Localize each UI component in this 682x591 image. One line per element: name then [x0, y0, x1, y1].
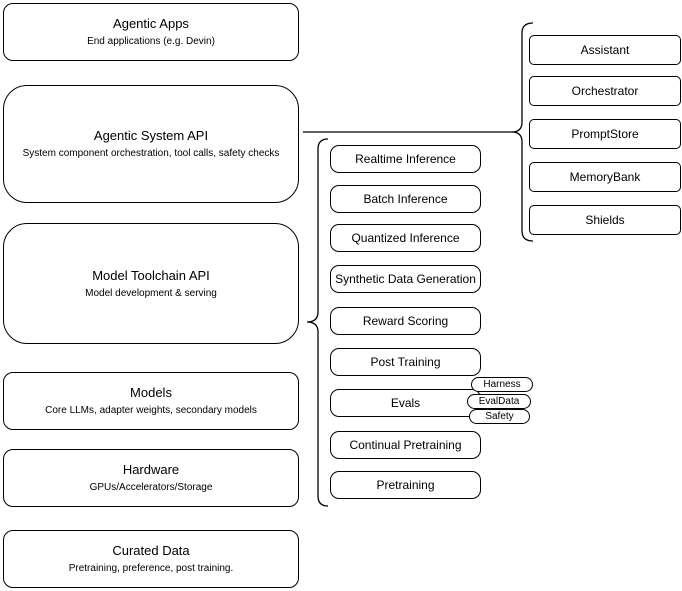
- node-realtime-inference: Realtime Inference: [330, 145, 481, 173]
- node-label: Synthetic Data Generation: [335, 272, 476, 286]
- node-quantized-inference: Quantized Inference: [330, 224, 481, 252]
- node-subtitle: Pretraining, preference, post training.: [68, 563, 234, 574]
- pill-evaldata: EvalData: [467, 394, 531, 409]
- node-subtitle: GPUs/Accelerators/Storage: [89, 482, 213, 493]
- node-title: Agentic System API: [93, 128, 209, 143]
- node-synthetic-data-generation: Synthetic Data Generation: [330, 265, 481, 293]
- brace-toolchain: [306, 138, 329, 507]
- node-label: Orchestrator: [571, 84, 639, 98]
- node-label: PromptStore: [571, 127, 639, 141]
- node-title: Curated Data: [112, 543, 190, 558]
- node-evals: Evals: [330, 389, 481, 417]
- pill-label: EvalData: [478, 396, 520, 407]
- node-agentic-apps: Agentic Apps End applications (e.g. Devi…: [3, 3, 299, 61]
- pill-label: Safety: [485, 411, 514, 422]
- node-title: Agentic Apps: [113, 16, 189, 31]
- node-label: Continual Pretraining: [349, 438, 462, 452]
- node-memorybank: MemoryBank: [529, 162, 681, 192]
- node-label: Realtime Inference: [355, 152, 456, 166]
- node-post-training: Post Training: [330, 348, 481, 376]
- node-subtitle: Model development & serving: [85, 287, 217, 299]
- node-shields: Shields: [529, 205, 681, 235]
- node-label: MemoryBank: [569, 170, 641, 184]
- node-curated-data: Curated Data Pretraining, preference, po…: [3, 530, 299, 588]
- node-title: Models: [130, 385, 172, 400]
- pill-label: Harness: [483, 379, 521, 390]
- node-orchestrator: Orchestrator: [529, 76, 681, 106]
- node-model-toolchain-api: Model Toolchain API Model development & …: [3, 223, 299, 344]
- node-assistant: Assistant: [529, 35, 681, 65]
- node-batch-inference: Batch Inference: [330, 185, 481, 213]
- node-label: Assistant: [580, 43, 630, 57]
- node-reward-scoring: Reward Scoring: [330, 307, 481, 335]
- node-label: Post Training: [370, 355, 441, 369]
- pill-safety: Safety: [469, 409, 530, 424]
- node-title: Model Toolchain API: [92, 267, 210, 283]
- node-agentic-system-api: Agentic System API System component orch…: [3, 85, 299, 203]
- node-title: Hardware: [122, 462, 180, 477]
- node-label: Shields: [585, 213, 625, 227]
- node-continual-pretraining: Continual Pretraining: [330, 431, 481, 459]
- node-subtitle: End applications (e.g. Devin): [87, 36, 215, 47]
- node-promptstore: PromptStore: [529, 119, 681, 149]
- node-hardware: Hardware GPUs/Accelerators/Storage: [3, 449, 299, 507]
- node-subtitle: System component orchestration, tool cal…: [22, 148, 280, 159]
- node-subtitle: Core LLMs, adapter weights, secondary mo…: [45, 405, 257, 416]
- node-label: Pretraining: [376, 478, 435, 492]
- node-label: Evals: [390, 396, 421, 410]
- node-pretraining: Pretraining: [330, 471, 481, 499]
- node-label: Batch Inference: [363, 192, 448, 206]
- pill-harness: Harness: [471, 377, 533, 392]
- node-label: Quantized Inference: [351, 231, 460, 245]
- node-models: Models Core LLMs, adapter weights, secon…: [3, 372, 299, 430]
- node-label: Reward Scoring: [362, 314, 449, 328]
